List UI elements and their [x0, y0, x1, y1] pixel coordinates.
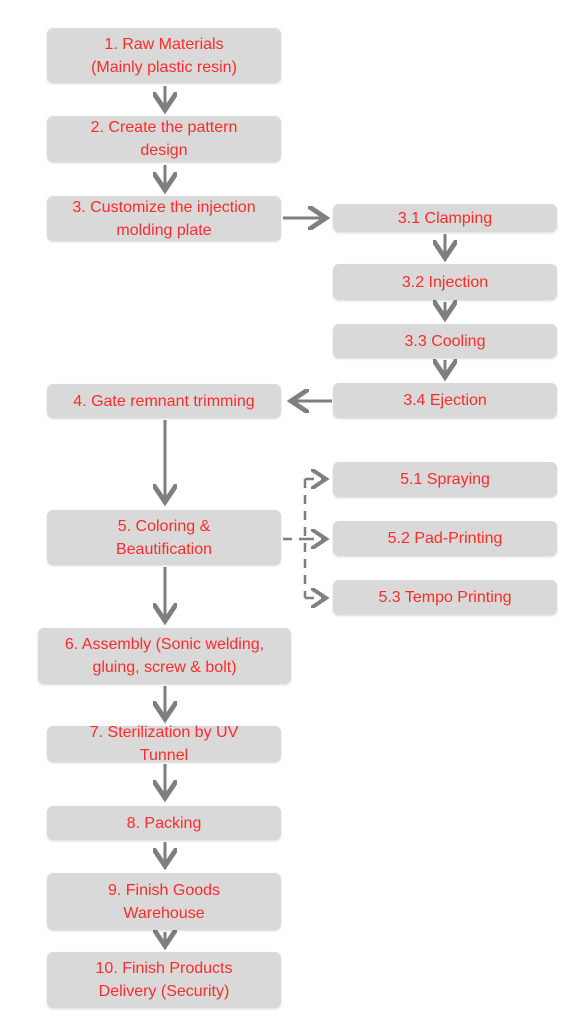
step-3-4-ejection: 3.4 Ejection — [333, 383, 557, 418]
step-5-1-spraying: 5.1 Spraying — [333, 462, 557, 497]
step-3-3-cooling: 3.3 Cooling — [333, 324, 557, 358]
step-5-coloring: 5. Coloring & Beautification — [47, 510, 281, 565]
step-10-delivery: 10. Finish Products Delivery (Security) — [47, 952, 281, 1008]
step-2-pattern-design: 2. Create the pattern design — [47, 116, 281, 162]
step-9-warehouse: 9. Finish Goods Warehouse — [47, 873, 281, 930]
step-1-raw-materials: 1. Raw Materials (Mainly plastic resin) — [47, 28, 281, 83]
step-4-gate-trimming: 4. Gate remnant trimming — [47, 384, 281, 418]
step-8-packing: 8. Packing — [47, 806, 281, 840]
step-3-2-injection: 3.2 Injection — [333, 264, 557, 300]
step-5-2-pad-printing: 5.2 Pad-Printing — [333, 521, 557, 556]
step-5-3-tempo-printing: 5.3 Tempo Printing — [333, 580, 557, 615]
step-3-injection-plate: 3. Customize the injection molding plate — [47, 196, 281, 241]
step-3-1-clamping: 3.1 Clamping — [333, 204, 557, 232]
step-7-sterilization: 7. Sterilization by UV Tunnel — [47, 724, 281, 764]
step-6-assembly: 6. Assembly (Sonic welding, gluing, scre… — [38, 628, 291, 684]
